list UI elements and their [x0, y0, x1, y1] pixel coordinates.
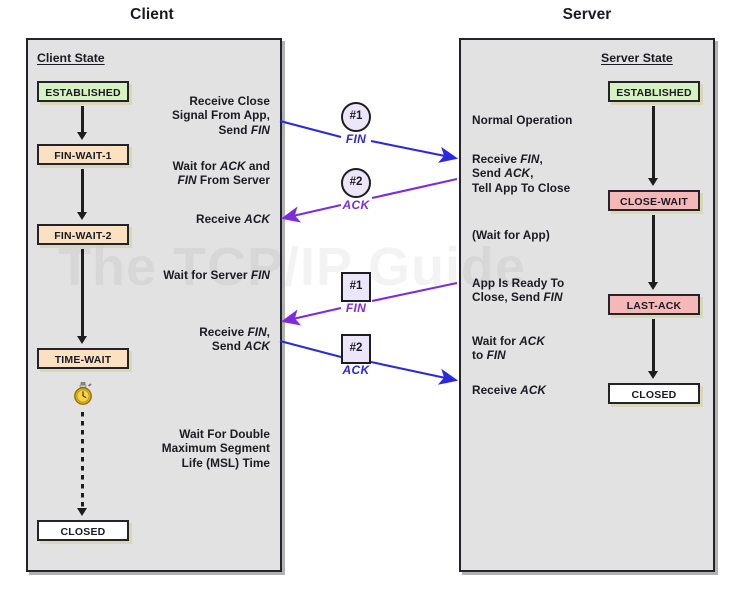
server-event-receive-ack: Receive ACK — [472, 383, 546, 397]
message-marker-2-ack-circle: #2 — [341, 168, 371, 198]
message-marker-1-fin-square: #1 — [341, 272, 371, 302]
message-marker-1-fin-circle: #1 — [341, 102, 371, 132]
server-event-receive-fin-send-ack: Receive FIN,Send ACK,Tell App To Close — [472, 152, 571, 195]
client-column-title: Client — [130, 6, 174, 23]
server-state-established: ESTABLISHED — [608, 81, 700, 102]
client-state-fin-wait-1: FIN-WAIT-1 — [37, 144, 129, 165]
message-label-fin-1: FIN — [345, 132, 367, 146]
client-arrow-finwait2-to-timewait — [77, 249, 88, 344]
client-arrow-timewait-to-closed — [77, 412, 88, 516]
server-state-label: Server State — [601, 51, 673, 65]
server-arrow-lastack-to-closed — [648, 319, 659, 379]
server-arrow-closewait-to-lastack — [648, 215, 659, 290]
server-column-title: Server — [562, 6, 612, 23]
client-state-closed: CLOSED — [37, 520, 129, 541]
client-event-wait-for-server-fin: Wait for Server FIN — [163, 268, 270, 282]
stopwatch-icon — [72, 382, 94, 406]
message-marker-2-ack-square: #2 — [341, 334, 371, 364]
server-state-last-ack: LAST-ACK — [608, 294, 700, 315]
server-arrow-established-to-closewait — [648, 106, 659, 186]
client-event-receive-fin-send-ack: Receive FIN,Send ACK — [199, 325, 270, 354]
client-arrow-established-to-finwait1 — [77, 106, 88, 140]
client-panel — [26, 38, 282, 572]
client-state-fin-wait-2: FIN-WAIT-2 — [37, 224, 129, 245]
client-event-receive-ack: Receive ACK — [196, 212, 270, 226]
server-event-wait-for-app: (Wait for App) — [472, 228, 550, 242]
message-label-ack-3: ACK — [342, 363, 370, 377]
server-state-close-wait: CLOSE-WAIT — [608, 190, 700, 211]
client-arrow-finwait1-to-finwait2 — [77, 169, 88, 220]
client-state-label: Client State — [37, 51, 105, 65]
message-label-fin-2: FIN — [345, 301, 367, 315]
server-state-closed: CLOSED — [608, 383, 700, 404]
server-event-normal-operation: Normal Operation — [472, 113, 573, 127]
client-state-established: ESTABLISHED — [37, 81, 129, 102]
client-state-time-wait: TIME-WAIT — [37, 348, 129, 369]
message-label-ack-2: ACK — [342, 198, 370, 212]
